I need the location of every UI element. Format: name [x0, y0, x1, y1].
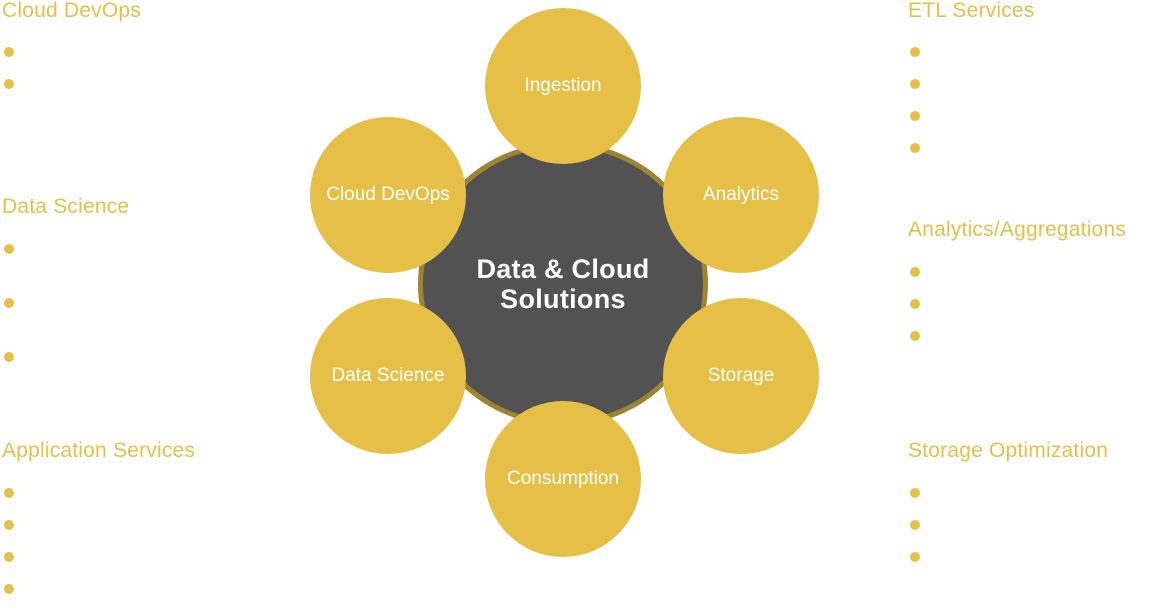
bullet-dot-icon: [910, 143, 920, 153]
node-label: Cloud DevOps: [326, 184, 450, 205]
section-etl-services: ETL Services: [908, 0, 1035, 171]
bullet-item: [2, 548, 195, 580]
node-data-science[interactable]: Data Science: [310, 298, 466, 454]
bullet-dot-icon: [4, 352, 14, 362]
bullet-dot-icon: [910, 267, 920, 277]
bullet-item: [908, 327, 1126, 359]
node-label: Storage: [707, 365, 775, 386]
node-cloud-devops[interactable]: Cloud DevOps: [310, 117, 466, 273]
node-label: Ingestion: [524, 75, 602, 96]
bullet-item: [2, 580, 195, 612]
bullet-dot-icon: [910, 111, 920, 121]
bullet-item: [908, 107, 1035, 139]
bullet-dot-icon: [4, 520, 14, 530]
section-title: Analytics/Aggregations: [908, 218, 1127, 241]
section-storage-optimization: Storage Optimization: [908, 440, 1108, 580]
node-analytics[interactable]: Analytics: [663, 117, 819, 273]
bullet-item: [908, 43, 1035, 75]
node-label: Consumption: [507, 468, 619, 489]
bullet-dot-icon: [910, 488, 920, 498]
bullet-list: [908, 263, 1126, 359]
bullet-item: [908, 75, 1035, 107]
bullet-dot-icon: [4, 47, 14, 57]
bullet-dot-icon: [4, 244, 14, 254]
bullet-dot-icon: [4, 79, 14, 89]
node-label: Analytics: [702, 184, 780, 205]
section-application-services: Application Services: [2, 440, 195, 612]
hub-title-line1: Data & Cloud: [476, 254, 650, 284]
hub-title-line2: Solutions: [500, 284, 626, 314]
bullet-item: [2, 348, 129, 402]
bullet-dot-icon: [910, 520, 920, 530]
section-title: Cloud DevOps: [2, 0, 141, 22]
bullet-list: [2, 240, 129, 402]
section-title: ETL Services: [908, 0, 1035, 22]
bullet-dot-icon: [4, 584, 14, 594]
bullet-dot-icon: [4, 488, 14, 498]
bullet-item: [2, 75, 141, 107]
bullet-dot-icon: [910, 47, 920, 57]
section-data-science: Data Science: [2, 196, 129, 402]
section-analytics-aggregations: Analytics/Aggregations: [908, 219, 1126, 359]
bullet-dot-icon: [910, 299, 920, 309]
bullet-item: [908, 139, 1035, 171]
bullet-item: [2, 516, 195, 548]
bullet-item: [2, 294, 129, 348]
bullet-dot-icon: [910, 331, 920, 341]
section-title: Storage Optimization: [908, 439, 1109, 462]
section-cloud-devops: Cloud DevOps: [2, 0, 141, 107]
hub-title: Data & Cloud Solutions: [418, 254, 708, 314]
node-consumption[interactable]: Consumption: [485, 401, 641, 557]
bullet-list: [2, 43, 141, 107]
node-storage[interactable]: Storage: [663, 298, 819, 454]
bullet-list: [908, 43, 1035, 171]
node-label: Data Science: [331, 365, 445, 386]
bullet-item: [908, 263, 1126, 295]
bullet-list: [2, 484, 195, 612]
bullet-item: [908, 548, 1108, 580]
bullet-item: [908, 295, 1126, 327]
section-title: Application Services: [2, 439, 196, 462]
bullet-item: [908, 516, 1108, 548]
bullet-dot-icon: [910, 552, 920, 562]
bullet-item: [2, 43, 141, 75]
bullet-item: [2, 484, 195, 516]
node-ingestion[interactable]: Ingestion: [485, 8, 641, 164]
bullet-item: [2, 240, 129, 294]
bullet-dot-icon: [4, 552, 14, 562]
bullet-list: [908, 484, 1108, 580]
bullet-dot-icon: [4, 298, 14, 308]
bullet-dot-icon: [910, 79, 920, 89]
section-title: Data Science: [2, 195, 130, 218]
bullet-item: [908, 484, 1108, 516]
